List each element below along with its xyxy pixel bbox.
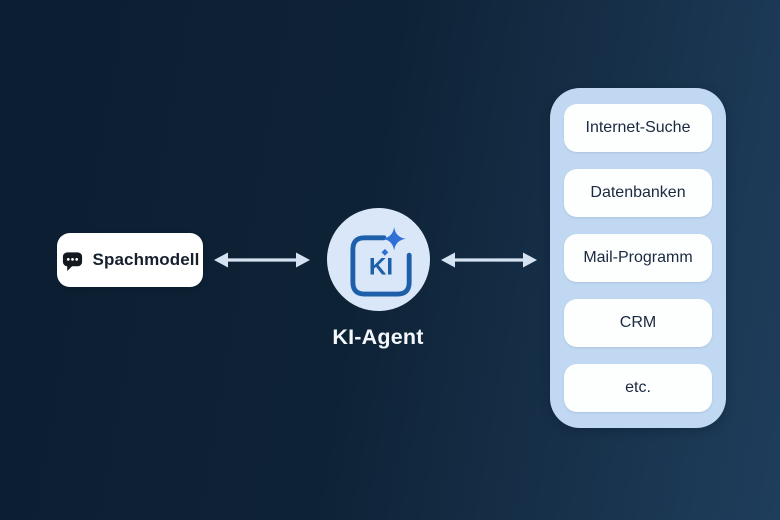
tool-item-etc: etc. [564,364,712,412]
tool-item-crm: CRM [564,299,712,347]
language-model-label: Spachmodell [92,250,200,269]
agent-circle: KI [327,208,430,311]
tool-item-datenbanken: Datenbanken [564,169,712,217]
language-model-node: Spachmodell [57,233,203,287]
bidirectional-arrow-left [214,252,310,268]
tools-panel: Internet-Suche Datenbanken Mail-Programm… [550,88,726,428]
ki-sparkle-icon: KI [346,223,412,297]
ki-icon-text: KI [368,253,392,280]
bidirectional-arrow-right [441,252,537,268]
tool-item-mail-programm: Mail-Programm [564,234,712,282]
agent-label: KI-Agent [332,325,424,349]
tool-item-internet-suche: Internet-Suche [564,104,712,152]
chat-bubble-icon [61,249,84,272]
